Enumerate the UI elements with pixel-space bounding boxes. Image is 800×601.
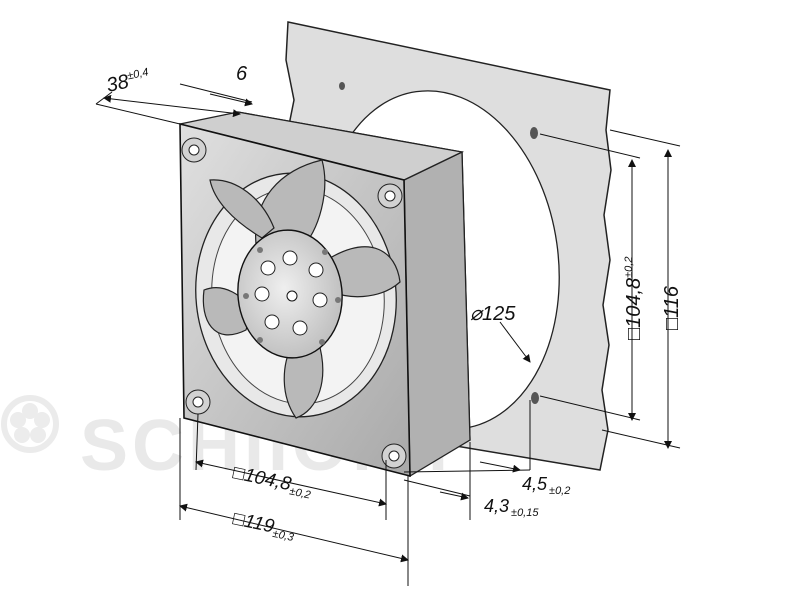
dim-fan-size: □119±0,3 [231, 508, 298, 544]
dim-offset-panel: 4,5±0,2 [522, 474, 570, 497]
dim-depth: 38±0,4 [104, 66, 151, 97]
dim-flange: 6 [236, 63, 248, 85]
dim-cutout-diameter: ⌀125 [470, 303, 516, 325]
dimension-lines [95, 83, 681, 586]
flower-logo-icon [1, 395, 59, 453]
fan-blades [202, 159, 401, 419]
dim-panel-size: □116 [661, 285, 683, 330]
fan-hub [237, 229, 343, 359]
dim-hole-spacing-vertical: □104,8±0,2 [623, 257, 645, 340]
dim-offset-fan: 4,3±0,15 [484, 496, 539, 519]
